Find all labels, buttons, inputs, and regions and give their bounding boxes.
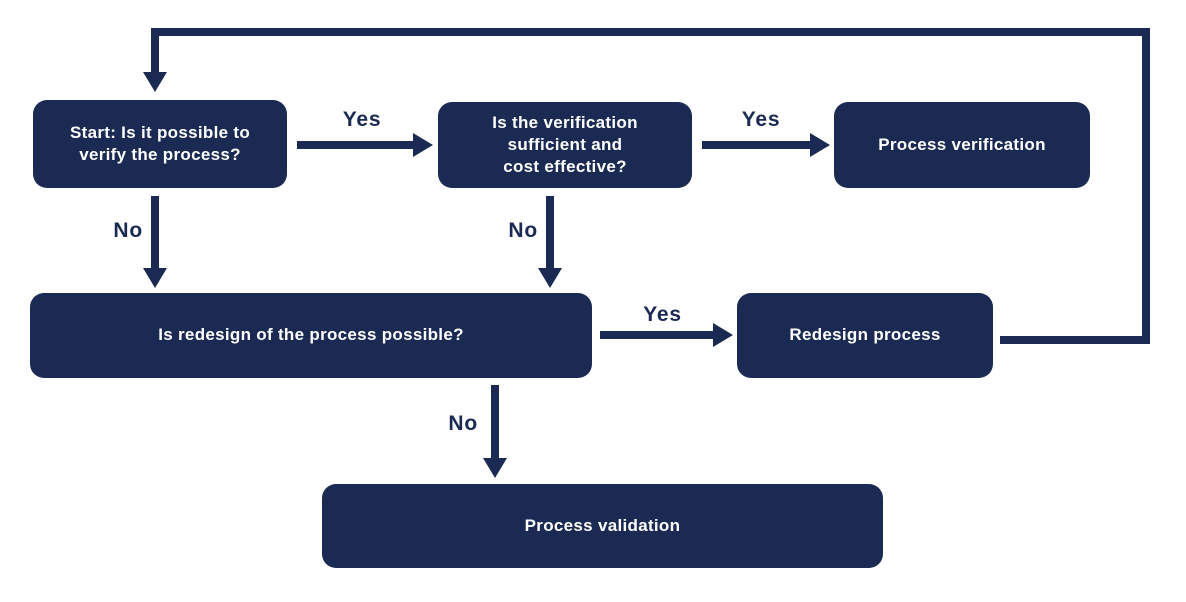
arrowhead-down-icon	[483, 458, 507, 478]
loop-line-redesign-process-exit	[1000, 336, 1150, 344]
arrowhead-right-icon	[413, 133, 433, 157]
arrowhead-right-icon	[713, 323, 733, 347]
loop-line-top-horizontal	[151, 28, 1150, 36]
edge-label-yes-redesign-check-to-redesign-process: Yes	[643, 303, 682, 326]
edge-line-start-to-verification	[297, 141, 413, 149]
edge-line-redesign-check-to-redesign-process	[600, 331, 713, 339]
loop-line-drop-to-start	[151, 36, 159, 72]
arrowhead-down-icon	[538, 268, 562, 288]
edge-label-yes-verification-to-process-verification: Yes	[741, 108, 781, 131]
edge-line-start-to-redesign-check	[151, 196, 159, 268]
edge-line-verification-to-process-verification	[702, 141, 810, 149]
node-start-question: Start: Is it possible to verify the proc…	[33, 100, 287, 188]
node-redesign-process: Redesign process	[737, 293, 993, 378]
node-process-validation: Process validation	[322, 484, 883, 568]
arrowhead-down-icon	[143, 268, 167, 288]
node-redesign-possible-question: Is redesign of the process possible?	[30, 293, 592, 378]
arrowhead-down-icon	[143, 72, 167, 92]
node-process-verification: Process verification	[834, 102, 1090, 188]
edge-line-redesign-check-to-process-validation	[491, 385, 499, 458]
edge-label-no-start-to-redesign-check: No	[113, 219, 143, 242]
edge-label-yes-start-to-verification: Yes	[342, 108, 382, 131]
edge-label-no-redesign-check-to-process-validation: No	[448, 412, 478, 435]
loop-line-right-vertical	[1142, 28, 1150, 344]
arrowhead-right-icon	[810, 133, 830, 157]
edge-label-no-verification-to-redesign-check: No	[508, 219, 538, 242]
node-verification-sufficient-question: Is the verification sufficient and cost …	[438, 102, 692, 188]
edge-line-verification-to-redesign-check	[546, 196, 554, 268]
